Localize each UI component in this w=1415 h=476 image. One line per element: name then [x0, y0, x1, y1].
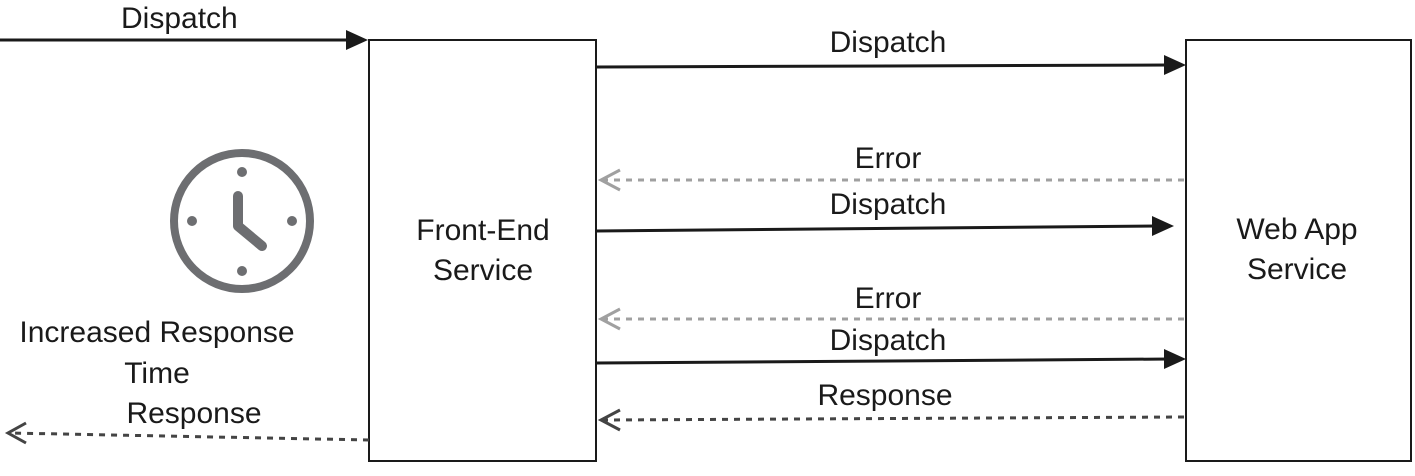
response-arrowhead	[597, 408, 621, 432]
message-label-1: Dispatch	[829, 26, 947, 59]
dispatch-arrowhead-1	[1164, 55, 1186, 75]
incoming-dispatch-label: Dispatch	[121, 2, 238, 35]
front-end-line-1: Front-End	[416, 214, 550, 247]
dispatch-arrow-1	[595, 63, 1171, 69]
message-label-5: Dispatch	[829, 324, 947, 357]
front-end-service-label: Front-End Service	[416, 211, 549, 291]
error-arrowhead-2	[597, 307, 621, 331]
message-label-2: Error	[854, 142, 922, 175]
time-label: Time	[124, 357, 190, 390]
incoming-dispatch-arrowhead	[346, 30, 368, 50]
message-label-6: Response	[817, 379, 953, 412]
web-app-service-label: Web App Service	[1236, 210, 1357, 290]
web-app-service-box	[1185, 39, 1412, 462]
dispatch-arrow-2	[595, 224, 1159, 233]
outgoing-response-arrow	[9, 431, 370, 442]
outgoing-response-label: Response	[126, 397, 262, 430]
dispatch-arrowhead-3	[1164, 349, 1186, 369]
message-label-3: Dispatch	[829, 188, 947, 221]
response-arrow	[601, 415, 1185, 422]
increased-response-label: Increased Response	[19, 316, 295, 349]
error-arrowhead-1	[597, 168, 621, 192]
clock-icon	[170, 149, 314, 293]
message-label-4: Error	[854, 282, 922, 315]
front-end-line-2: Service	[432, 254, 534, 287]
outgoing-response-arrowhead	[4, 421, 27, 445]
web-app-line-1: Web App	[1236, 213, 1358, 246]
web-app-line-2: Service	[1246, 253, 1348, 286]
front-end-service-box	[368, 39, 597, 462]
dispatch-arrowhead-2	[1152, 216, 1174, 236]
dispatch-arrow-3	[595, 357, 1171, 365]
